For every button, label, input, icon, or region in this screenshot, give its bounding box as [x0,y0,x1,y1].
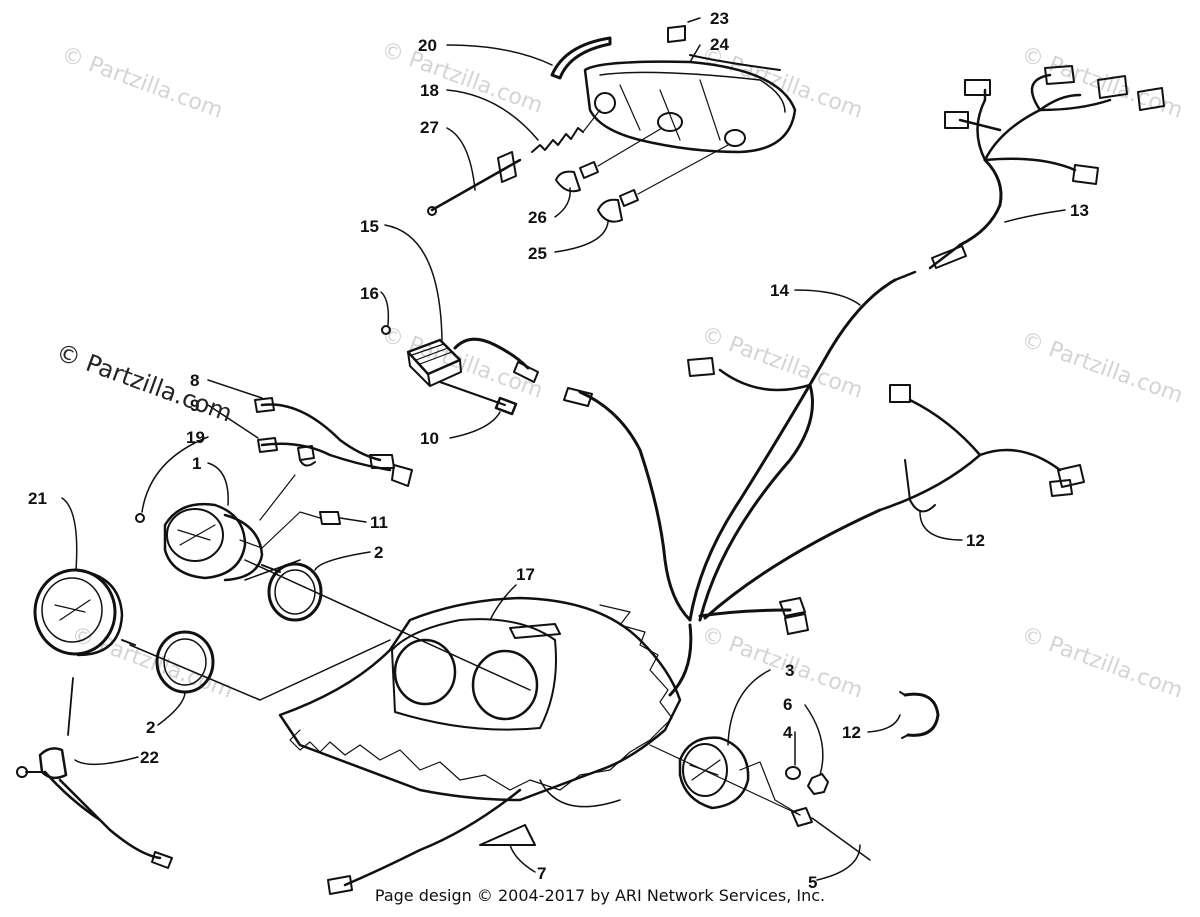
regulator-15 [381,325,539,416]
adjust-screw-27 [427,151,522,216]
callout-21: 21 [28,489,47,508]
callout-24: 24 [710,35,729,54]
callout-15: 15 [360,217,379,236]
callout-1: 1 [192,454,201,473]
callout-labels: 23 24 20 18 27 26 25 15 16 10 8 9 19 1 1… [28,9,1089,892]
nut-6 [807,773,829,795]
callout-22: 22 [140,748,159,767]
callout-2a: 2 [374,543,383,562]
callout-18: 18 [420,81,439,100]
callout-2b: 2 [146,718,155,737]
callout-4: 4 [783,723,793,742]
bulb-socket-25 [597,144,729,223]
faint-watermarks: © Partzilla.com © Partzilla.com © Partzi… [58,37,1186,704]
watermark-r1: © Partzilla.com [1018,42,1186,124]
cable-bottom [327,788,522,895]
gauge-21 [33,568,136,657]
dash-panel-17 [278,596,682,808]
bezel-ring-2a [267,562,323,622]
callout-14: 14 [770,281,789,300]
washer-4 [785,766,801,780]
harness-13 [931,65,1165,269]
callout-25: 25 [528,244,547,263]
watermark-b3: © Partzilla.com [1018,622,1186,704]
watermark-b2: © Partzilla.com [698,622,866,704]
callout-6: 6 [783,695,792,714]
alignment-lines [129,559,801,816]
headlight-assembly [583,54,797,154]
callout-12a: 12 [966,531,985,550]
bulb-11 [239,511,341,549]
callout-9: 9 [190,396,199,415]
callout-27: 27 [420,118,439,137]
spring-18 [531,109,601,153]
clip-23 [667,25,686,43]
watermark-tl: © Partzilla.com [58,42,226,124]
bulb-socket-26 [555,127,663,193]
watermark-b1: © Partzilla.com [68,622,236,704]
harness-branch-left [687,357,812,392]
clamp-12 [899,691,940,739]
callout-10: 10 [420,429,439,448]
watermark-tc: © Partzilla.com [378,37,546,119]
gauge-harness-8 [254,397,413,521]
trim-strip-20 [550,36,612,80]
callout-7: 7 [537,864,546,883]
page-footer: Page design © 2004-2017 by ARI Network S… [374,886,826,905]
gauge-3 [678,736,750,810]
watermark-m3: © Partzilla.com [1018,327,1186,409]
callout-12b: 12 [842,723,861,742]
callout-16: 16 [360,284,379,303]
gauge-1 [135,502,281,582]
watermark-tr: © Partzilla.com [698,42,866,124]
callout-3: 3 [785,661,794,680]
callout-8: 8 [190,371,199,390]
callout-5: 5 [808,873,817,892]
callout-13: 13 [1070,201,1089,220]
callout-19: 19 [186,428,205,447]
leader-lines [61,17,1066,881]
callout-23: 23 [710,9,729,28]
decal-7 [479,824,536,846]
cable-5 [649,744,871,861]
harness-branch-right [878,384,1085,513]
callout-26: 26 [528,208,547,227]
callout-11: 11 [370,513,388,532]
callout-17: 17 [516,565,535,584]
callout-20: 20 [418,36,437,55]
lamp-harness-22 [16,677,173,869]
